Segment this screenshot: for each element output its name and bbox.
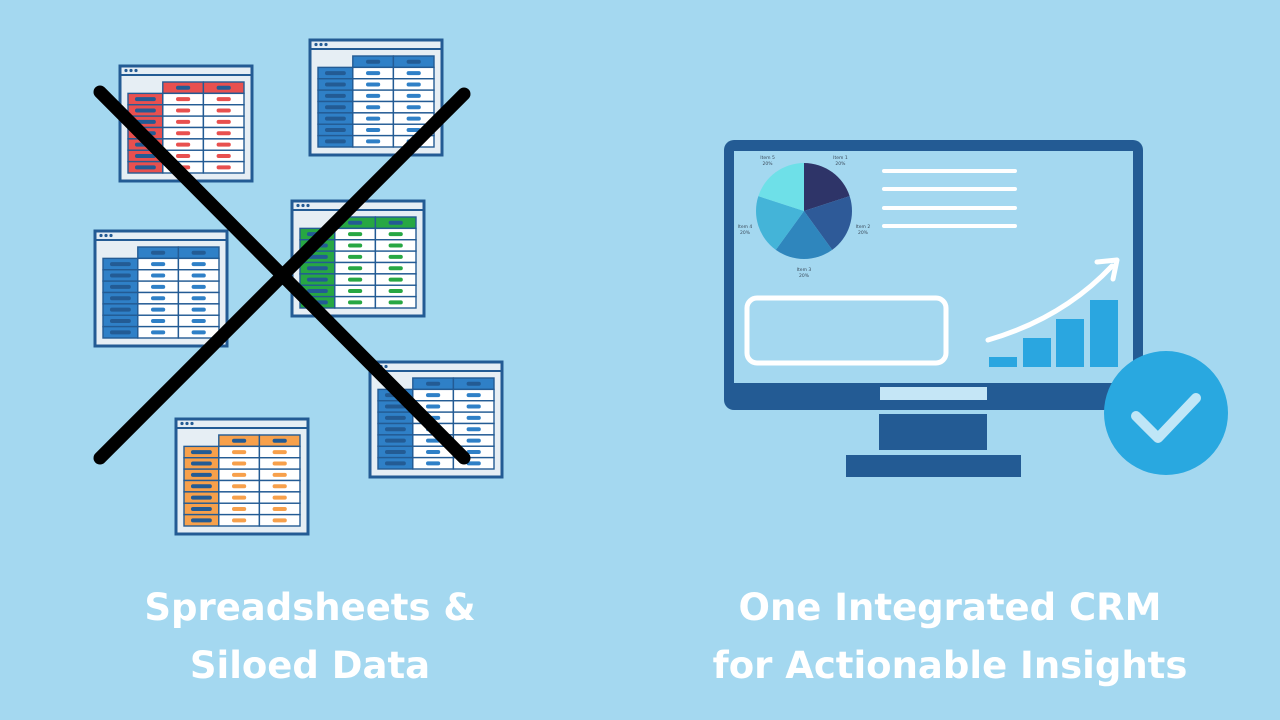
monitor-icon: Item 120%Item 220%Item 320%Item 420%Item… [724,140,1143,477]
bar-chart-icon [989,300,1118,367]
pie-label-name: Item 1 [833,155,848,161]
right-caption-line2: for Actionable Insights [712,644,1188,687]
text-box [744,295,949,366]
pie-label-name: Item 2 [856,224,871,230]
pie-label-name: Item 4 [738,224,753,230]
spreadsheet-icon [174,417,310,536]
pie-label-pct: 20% [799,273,810,279]
cross-out-icon [93,85,471,465]
left-caption: Spreadsheets & Siloed Data [70,579,550,695]
left-caption-line1: Spreadsheets & [144,586,476,629]
spreadsheet-icon [290,199,426,318]
right-caption-line1: One Integrated CRM [738,586,1162,629]
pie-label-pct: 20% [858,230,869,236]
trend-arrow-icon [985,257,1120,343]
right-caption: One Integrated CRM for Actionable Insigh… [700,579,1200,695]
spreadsheets-group [93,38,504,536]
spreadsheet-icon [118,64,254,183]
pie-slice [756,196,804,250]
pie-label-name: Item 3 [797,267,812,273]
checkmark-icon [1104,351,1228,475]
pie-label-pct: 20% [740,230,751,236]
left-caption-line2: Siloed Data [189,644,431,687]
pie-label-pct: 20% [763,161,774,167]
pie-slice [775,211,833,259]
pie-label-pct: 20% [835,161,846,167]
spreadsheet-icon [93,229,229,348]
pie-slice [758,163,804,211]
pie-slice [804,163,850,211]
pie-label-name: Item 5 [760,155,775,161]
text-lines [882,169,1017,228]
pie-chart-icon: Item 120%Item 220%Item 320%Item 420%Item… [738,155,871,279]
pie-slice [804,196,852,250]
